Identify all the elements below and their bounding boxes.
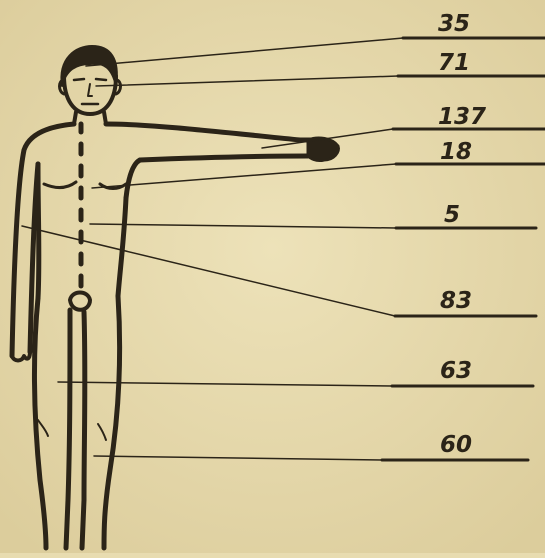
label-83: 83 (440, 288, 472, 314)
label-63: 63 (440, 358, 472, 384)
label-60: 60 (440, 432, 472, 458)
left-torso (38, 164, 39, 298)
label-35: 35 (438, 11, 470, 37)
label-5: 5 (444, 202, 460, 228)
right-leg-inner (82, 312, 85, 548)
label-137: 137 (438, 104, 486, 130)
label-71: 71 (438, 50, 470, 76)
label-18: 18 (440, 139, 472, 165)
